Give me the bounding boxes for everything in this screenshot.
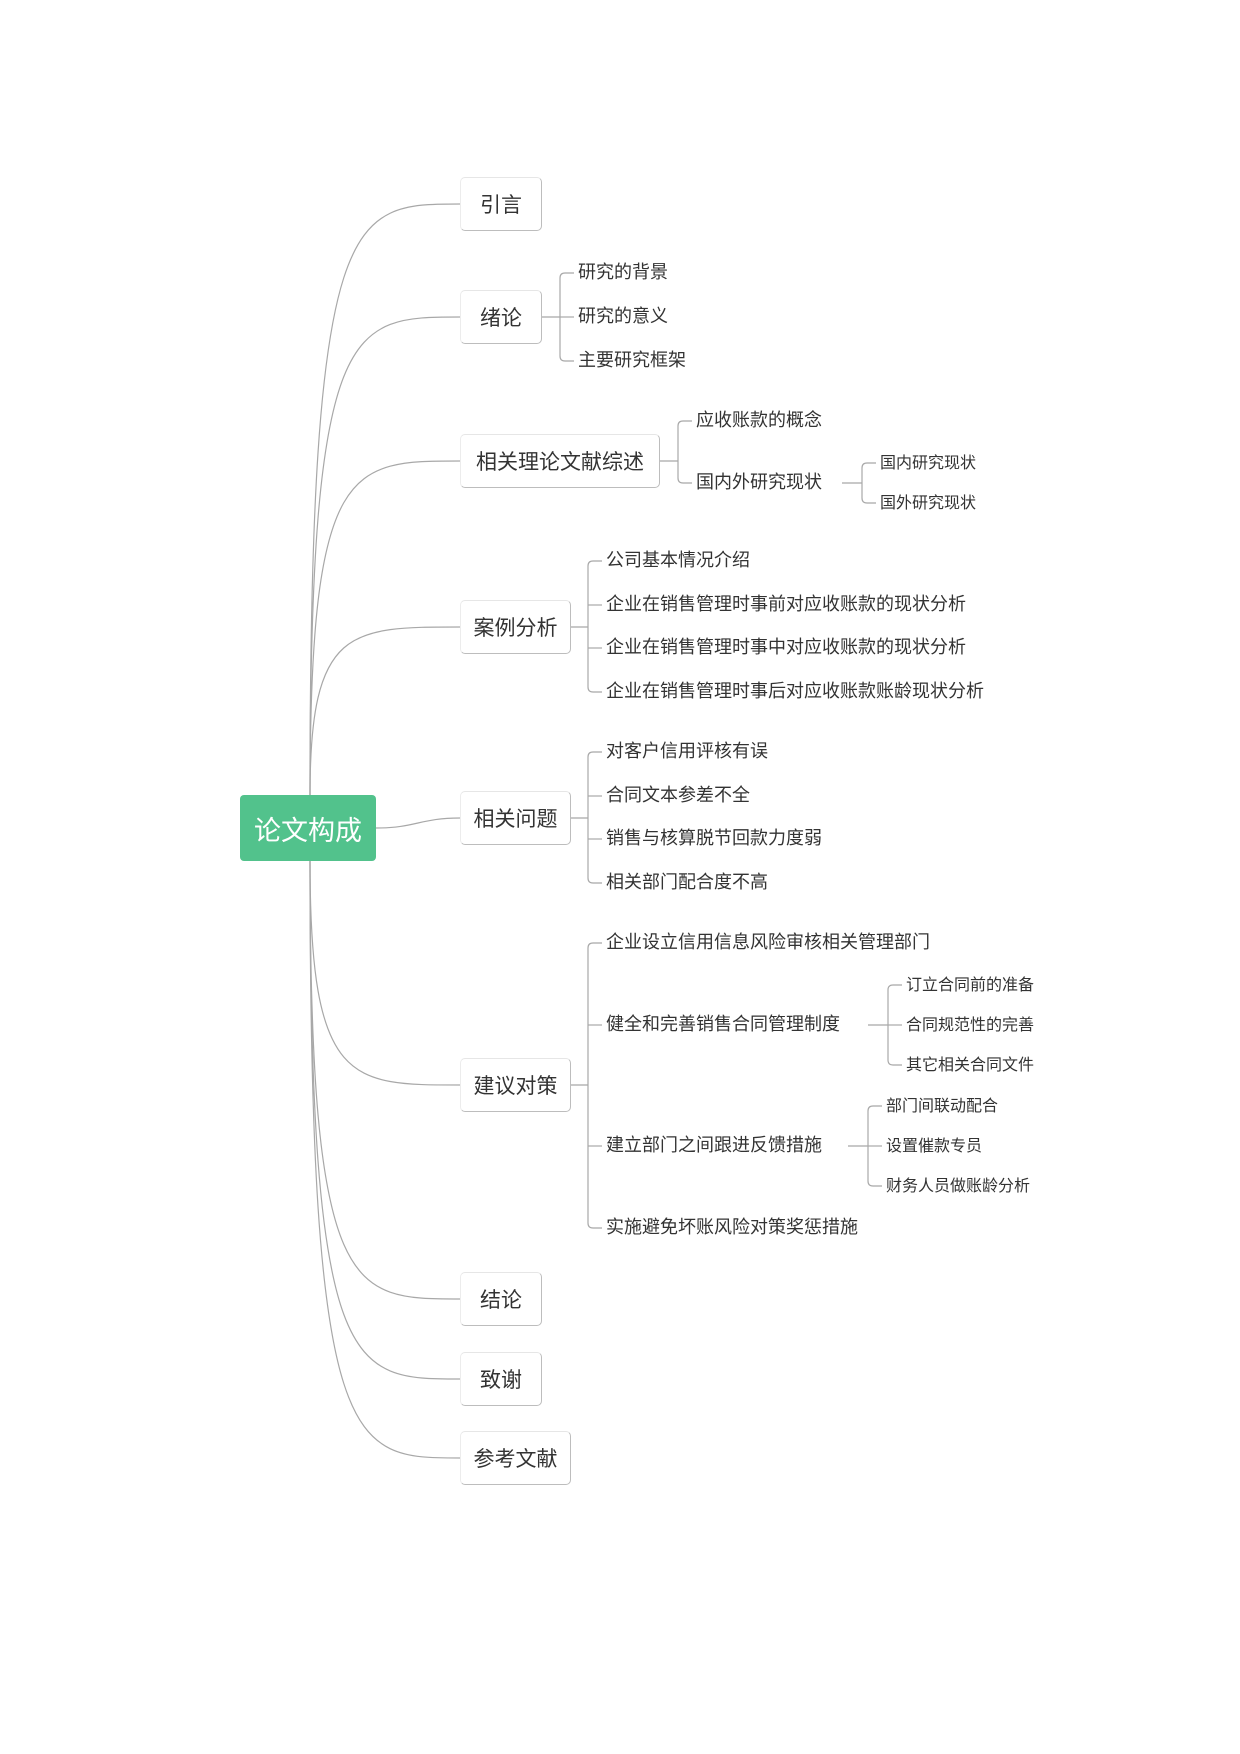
subtopic-node[interactable]: 企业设立信用信息风险审核相关管理部门 — [606, 932, 930, 953]
subtopic-node[interactable]: 研究的意义 — [578, 306, 668, 327]
branch-label: 案例分析 — [473, 616, 558, 640]
subtopic-node[interactable]: 企业在销售管理时事中对应收账款的现状分析 — [606, 637, 966, 658]
subtopic-node[interactable]: 研究的背景 — [578, 262, 668, 283]
branch-node-literature-review[interactable]: 相关理论文献综述 — [460, 434, 660, 488]
subtopic-node[interactable]: 应收账款的概念 — [696, 410, 822, 431]
subtopic-node[interactable]: 公司基本情况介绍 — [606, 550, 750, 571]
branch-label: 结论 — [480, 1288, 522, 1312]
branch-label: 相关问题 — [473, 807, 558, 831]
branch-label: 引言 — [480, 193, 522, 217]
branch-node-conclusion[interactable]: 结论 — [460, 1272, 542, 1326]
branch-label: 相关理论文献综述 — [476, 450, 644, 474]
branch-node-preface[interactable]: 绪论 — [460, 290, 542, 344]
branch-label: 绪论 — [480, 306, 522, 330]
sub-subtopic-node[interactable]: 合同规范性的完善 — [906, 1015, 1035, 1034]
sub-subtopic-node[interactable]: 设置催款专员 — [886, 1136, 983, 1155]
branch-label: 致谢 — [480, 1368, 522, 1392]
subtopic-node[interactable]: 健全和完善销售合同管理制度 — [606, 1014, 840, 1035]
branch-node-recommendations[interactable]: 建议对策 — [460, 1058, 571, 1112]
subtopic-node[interactable]: 主要研究框架 — [578, 350, 686, 371]
sub-subtopic-node[interactable]: 其它相关合同文件 — [906, 1055, 1035, 1074]
branch-node-introduction[interactable]: 引言 — [460, 177, 542, 231]
branch-node-acknowledgements[interactable]: 致谢 — [460, 1352, 542, 1406]
branch-label: 建议对策 — [473, 1074, 558, 1098]
subtopic-node[interactable]: 建立部门之间跟进反馈措施 — [606, 1135, 822, 1156]
sub-subtopic-node[interactable]: 国内研究现状 — [880, 453, 977, 472]
subtopic-node[interactable]: 企业在销售管理时事前对应收账款的现状分析 — [606, 594, 966, 615]
branch-node-case-analysis[interactable]: 案例分析 — [460, 600, 571, 654]
subtopic-node[interactable]: 企业在销售管理时事后对应收账款账龄现状分析 — [606, 681, 984, 702]
branch-label: 参考文献 — [473, 1447, 558, 1471]
subtopic-node[interactable]: 对客户信用评核有误 — [606, 741, 768, 762]
sub-subtopic-node[interactable]: 订立合同前的准备 — [906, 975, 1035, 994]
sub-subtopic-node[interactable]: 国外研究现状 — [880, 493, 977, 512]
subtopic-node[interactable]: 合同文本参差不全 — [606, 785, 750, 806]
subtopic-node[interactable]: 相关部门配合度不高 — [606, 872, 768, 893]
sub-subtopic-node[interactable]: 财务人员做账龄分析 — [886, 1176, 1031, 1195]
root-label: 论文构成 — [254, 815, 362, 847]
branch-node-related-issues[interactable]: 相关问题 — [460, 791, 571, 845]
branch-node-references[interactable]: 参考文献 — [460, 1431, 571, 1485]
sub-subtopic-node[interactable]: 部门间联动配合 — [886, 1096, 999, 1115]
subtopic-node[interactable]: 实施避免坏账风险对策奖惩措施 — [606, 1217, 858, 1238]
subtopic-node[interactable]: 销售与核算脱节回款力度弱 — [606, 828, 822, 849]
root-node[interactable]: 论文构成 — [240, 795, 376, 861]
subtopic-node[interactable]: 国内外研究现状 — [696, 472, 822, 493]
